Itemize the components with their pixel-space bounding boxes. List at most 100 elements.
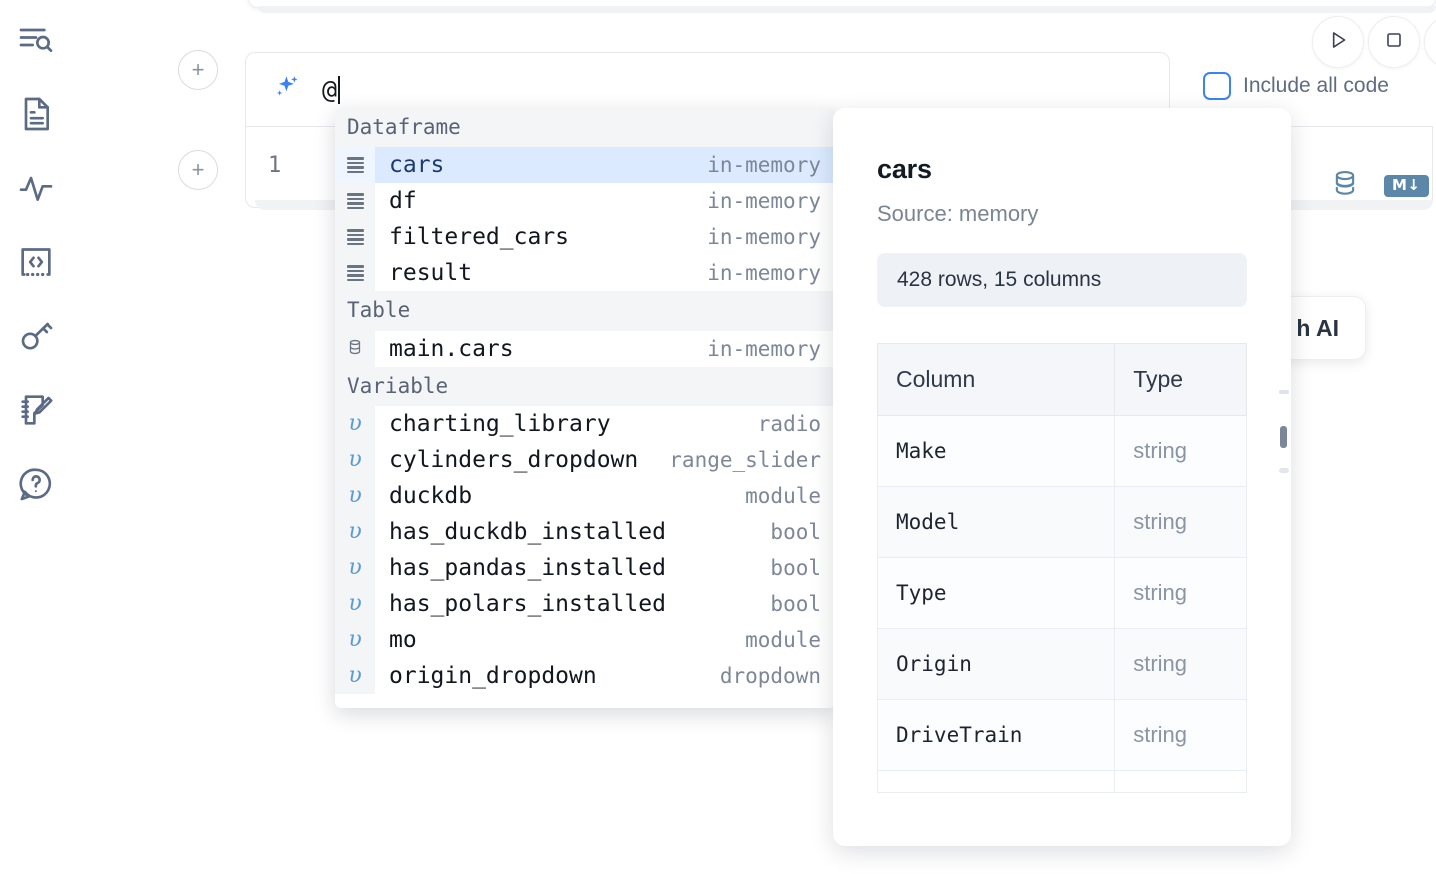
database-sql-icon[interactable] (1330, 168, 1360, 203)
variable-icon: υ (348, 447, 362, 473)
sidebar-item-files[interactable] (14, 92, 58, 136)
sidebar-item-secrets[interactable] (14, 314, 58, 358)
autocomplete-item-type: radio (757, 411, 821, 436)
schema-column-type: string (1114, 415, 1247, 487)
sidebar-item-explore[interactable] (14, 18, 58, 62)
autocomplete-item-name: mo (389, 626, 417, 653)
autocomplete-item[interactable]: υ has_pandas_installed bool (335, 549, 835, 586)
variable-icon: υ (348, 663, 362, 689)
schema-column-header: Column (876, 343, 1116, 416)
explore-icon (16, 20, 56, 60)
more-actions-button[interactable] (1424, 16, 1436, 68)
run-cell-button[interactable] (1312, 16, 1364, 68)
ai-prompt-input[interactable]: @ (322, 75, 341, 104)
doc-source: Source: memory (877, 201, 1039, 226)
autocomplete-item-type: in-memory (707, 225, 821, 250)
variable-icon: υ (348, 591, 362, 617)
add-cell-button-top[interactable]: + (178, 50, 218, 90)
autocomplete-item-name: cars (389, 152, 445, 179)
previous-cell-shadow (258, 6, 1436, 13)
cell-type-icons: M↓ (1330, 168, 1429, 203)
autocomplete-item-type: module (745, 483, 821, 508)
documentation-panel: cars Source: memory 428 rows, 15 columns… (833, 108, 1291, 846)
autocomplete-item-name: origin_dropdown (389, 662, 597, 689)
markdown-icon[interactable]: M↓ (1384, 174, 1429, 197)
autocomplete-item-type: in-memory (707, 189, 821, 214)
autocomplete-item-icon (335, 219, 375, 256)
schema-column-type (1114, 770, 1247, 793)
stop-cell-button[interactable] (1368, 16, 1420, 68)
schema-column-name: Model (876, 486, 1116, 558)
autocomplete-item-icon: υ (335, 657, 375, 694)
schema-column-name: Make (876, 415, 1116, 487)
dataframe-icon (346, 265, 364, 282)
schema-table-header-row: Column Type (876, 343, 1247, 416)
autocomplete-item[interactable]: cars in-memory (335, 147, 835, 184)
add-cell-button-bottom[interactable]: + (178, 150, 218, 190)
scroll-marker (1279, 390, 1289, 394)
autocomplete-item-icon (335, 183, 375, 220)
variable-icon: υ (348, 555, 362, 581)
notebook-file-icon (16, 94, 56, 134)
dataframe-icon (346, 157, 364, 174)
text-cursor (338, 75, 341, 104)
autocomplete-item-icon: υ (335, 477, 375, 514)
sidebar-item-activity[interactable] (14, 166, 58, 210)
include-all-code-row[interactable]: Include all code (1203, 72, 1389, 100)
autocomplete-item-name: has_pandas_installed (389, 554, 666, 581)
schema-column-name: Type (876, 557, 1116, 629)
autocomplete-item-body: has_pandas_installed bool (375, 550, 835, 586)
variable-icon: υ (348, 411, 362, 437)
autocomplete-item-type: bool (770, 555, 821, 580)
line-number: 1 (268, 153, 282, 178)
autocomplete-item[interactable]: filtered_cars in-memory (335, 219, 835, 256)
scroll-marker (1279, 468, 1289, 473)
autocomplete-item-type: module (745, 627, 821, 652)
sidebar-rail (0, 0, 72, 874)
autocomplete-item-name: main.cars (389, 335, 514, 362)
schema-column-type: string (1114, 699, 1247, 771)
autocomplete-item-icon: υ (335, 405, 375, 442)
schema-column-type: string (1114, 628, 1247, 700)
include-all-code-label: Include all code (1243, 74, 1389, 97)
autocomplete-item[interactable]: υ origin_dropdown dropdown (335, 657, 835, 694)
include-all-code-checkbox[interactable] (1203, 72, 1231, 100)
autocomplete-item-name: charting_library (389, 410, 611, 437)
autocomplete-item[interactable]: υ charting_library radio (335, 405, 835, 442)
sidebar-item-snippets[interactable] (14, 240, 58, 284)
sidebar-item-help[interactable] (14, 462, 58, 506)
variable-icon: υ (348, 483, 362, 509)
autocomplete-item-icon: υ (335, 585, 375, 622)
schema-type-header: Type (1114, 343, 1247, 416)
autocomplete-item-body: cars in-memory (375, 147, 835, 184)
autocomplete-item-name: has_duckdb_installed (389, 518, 666, 545)
secrets-key-icon (16, 316, 56, 356)
autocomplete-item-name: filtered_cars (389, 224, 570, 251)
sidebar-item-scratchpad[interactable] (14, 388, 58, 432)
schema-column-name: Origin (876, 628, 1116, 700)
scrollbar-thumb[interactable] (1280, 426, 1287, 448)
autocomplete-item-icon: υ (335, 441, 375, 478)
doc-shape-badge: 428 rows, 15 columns (877, 253, 1247, 307)
autocomplete-item-type: bool (770, 519, 821, 544)
autocomplete-item-type: in-memory (707, 153, 821, 178)
autocomplete-item-icon (335, 147, 375, 184)
autocomplete-item-type: dropdown (719, 663, 821, 688)
autocomplete-item-body: charting_library radio (375, 406, 835, 442)
